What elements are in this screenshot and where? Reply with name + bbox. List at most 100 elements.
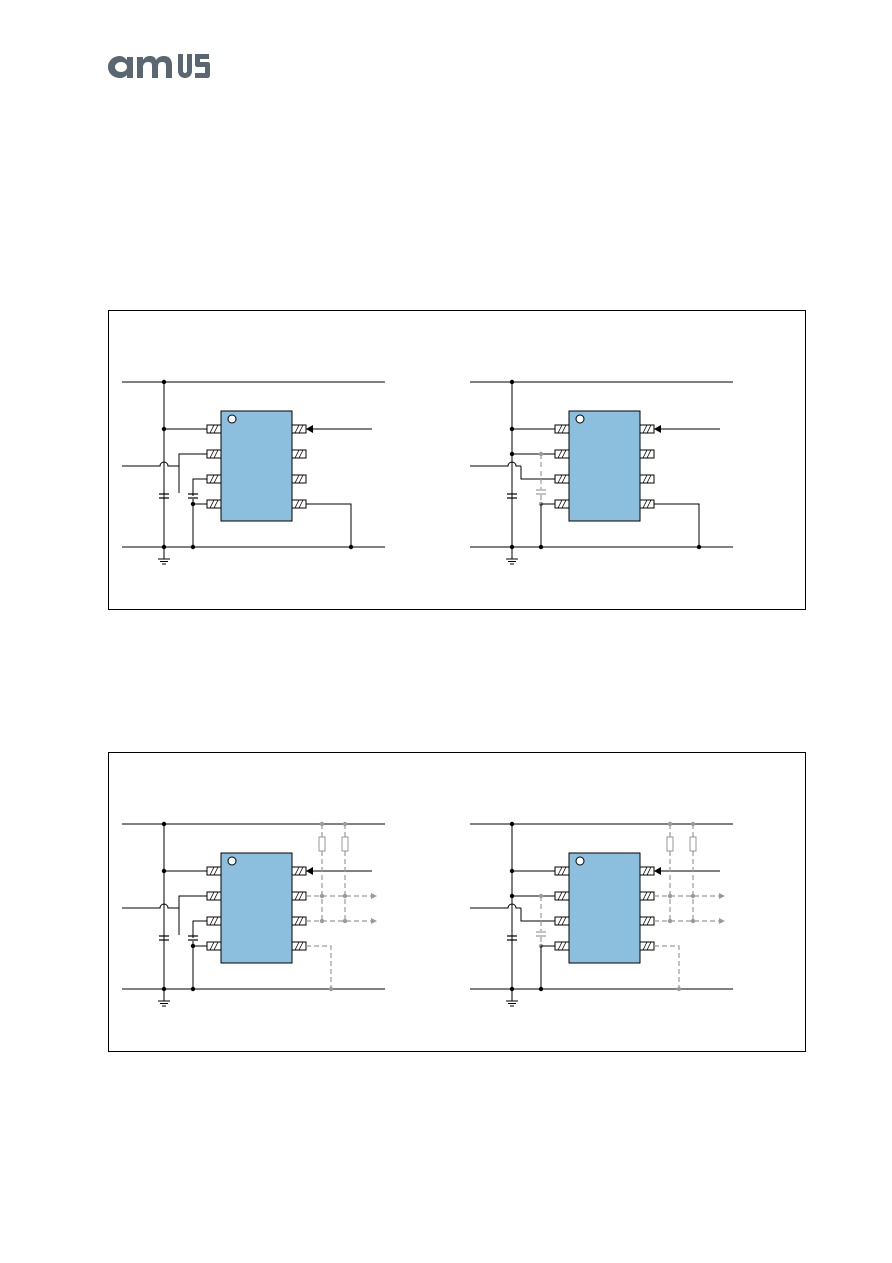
pin-hatch [294, 866, 300, 876]
optional-junction-dot [676, 986, 682, 992]
pin-hatch [209, 449, 215, 459]
pin-hatch [646, 891, 652, 901]
wire [520, 908, 541, 922]
junction-dot [161, 821, 167, 827]
junction-dot [190, 986, 196, 992]
pullup-resistor [318, 836, 326, 852]
junction-dot [509, 821, 515, 827]
ams-logo [108, 54, 210, 78]
optional-junction-dot [538, 451, 544, 457]
junction-dot [538, 986, 544, 992]
pin-hatch [213, 424, 219, 434]
signal-arrow [654, 867, 661, 875]
pin1-marker [227, 856, 237, 866]
wire [654, 503, 700, 547]
wire [520, 466, 541, 480]
pin-hatch [646, 424, 652, 434]
pin-hatch [298, 891, 304, 901]
pin-hatch [557, 891, 563, 901]
pin-hatch [209, 891, 215, 901]
junction-dot [509, 379, 515, 385]
input-line [470, 461, 521, 467]
pin-hatch [557, 474, 563, 484]
optional-wire [654, 945, 680, 989]
schematic-bottom [122, 821, 733, 1007]
pin-hatch [209, 499, 215, 509]
pin1-marker [575, 414, 585, 424]
pin-hatch [646, 866, 652, 876]
ic-pin [639, 424, 655, 434]
ic-pin [554, 916, 570, 926]
pin-hatch [298, 449, 304, 459]
circuit-standard [122, 379, 385, 565]
figure-frame-top [108, 310, 806, 610]
optional-junction-dot [342, 893, 348, 899]
pin-hatch [209, 916, 215, 926]
pin-hatch [298, 916, 304, 926]
pin-hatch [294, 474, 300, 484]
pin-hatch [209, 941, 215, 951]
ic-pin [291, 891, 307, 901]
pullup-resistor [341, 836, 349, 852]
ic-pin [554, 499, 570, 509]
schematic-top [122, 379, 733, 565]
ic-pin [206, 866, 222, 876]
ic-pin [639, 941, 655, 951]
pullup-resistor [689, 836, 697, 852]
wire [192, 478, 207, 496]
pin-hatch [298, 866, 304, 876]
optional-junction-dot [690, 893, 696, 899]
pin-hatch [213, 474, 219, 484]
optional-arrow [719, 893, 725, 899]
pin-hatch [561, 499, 567, 509]
optional-junction-dot [690, 918, 696, 924]
pin-hatch [561, 449, 567, 459]
pin-hatch [646, 916, 652, 926]
pin-hatch [213, 499, 219, 509]
pin-hatch [561, 941, 567, 951]
ic-body [568, 852, 641, 964]
ic-body [220, 852, 293, 964]
ic-pin [291, 424, 307, 434]
junction-dot [696, 544, 702, 550]
pin-hatch [561, 891, 567, 901]
ic-pin [639, 916, 655, 926]
junction-dot [348, 544, 354, 550]
ic-pin [291, 499, 307, 509]
ic-pin [554, 891, 570, 901]
pin-hatch [642, 916, 648, 926]
ic-pin [639, 866, 655, 876]
ic-pin [291, 941, 307, 951]
pin-hatch [557, 449, 563, 459]
pin-hatch [642, 424, 648, 434]
pin-hatch [294, 449, 300, 459]
pin-hatch [642, 866, 648, 876]
pin-hatch [646, 941, 652, 951]
circuit-optional-capacitor [470, 379, 733, 565]
pin-hatch [557, 916, 563, 926]
ic-pin [291, 866, 307, 876]
pin-hatch [646, 474, 652, 484]
pin-hatch [561, 866, 567, 876]
pin-hatch [294, 941, 300, 951]
junction-dot [509, 451, 515, 457]
ic-pin [206, 474, 222, 484]
ic-pin [639, 449, 655, 459]
ic-pin [639, 474, 655, 484]
ic-pin [291, 474, 307, 484]
wire [306, 503, 352, 547]
signal-arrow [306, 425, 313, 433]
optional-wire [306, 945, 332, 989]
ic-pin [206, 916, 222, 926]
pin-hatch [642, 449, 648, 459]
pin-hatch [213, 449, 219, 459]
junction-dot [161, 379, 167, 385]
ic-pin [291, 916, 307, 926]
ic-pin [639, 891, 655, 901]
figure-frame-bottom [108, 752, 806, 1052]
pin-hatch [209, 474, 215, 484]
pin-hatch [642, 941, 648, 951]
ic-body [568, 410, 641, 522]
pin-hatch [209, 866, 215, 876]
ic-pin [554, 866, 570, 876]
